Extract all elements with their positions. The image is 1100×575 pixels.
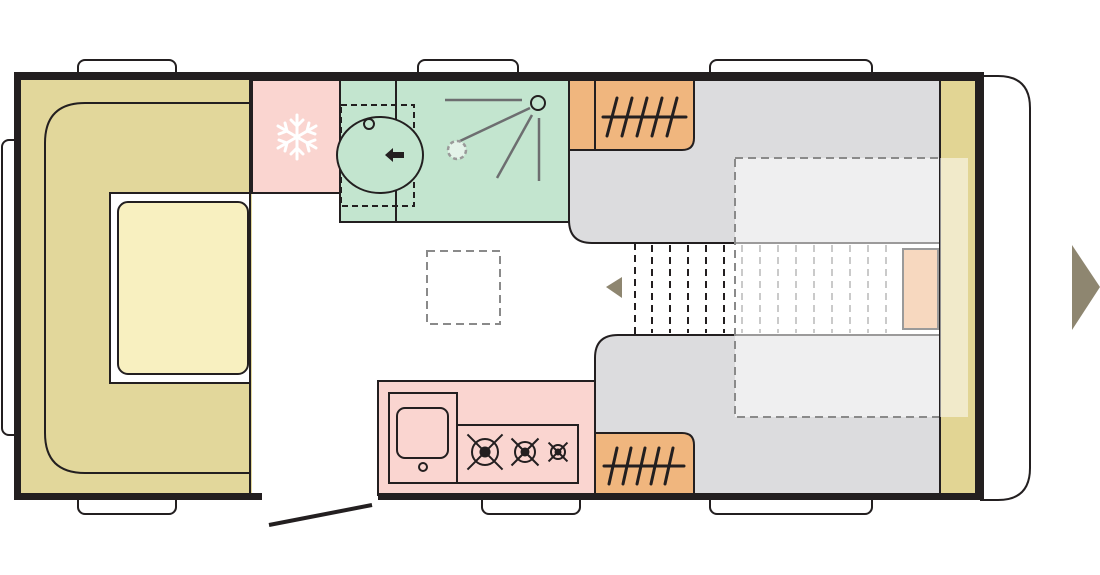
pillow xyxy=(902,248,939,330)
dinette-seating xyxy=(18,78,252,496)
entrance-arrow-icon xyxy=(606,277,622,298)
wardrobe-bottom xyxy=(594,432,695,496)
kitchen xyxy=(377,380,596,496)
toilet-icon xyxy=(336,116,424,194)
snowflake-icon xyxy=(276,113,318,161)
outer-walls xyxy=(14,72,984,500)
shower-icon xyxy=(445,95,546,181)
hanger-icon xyxy=(601,96,688,138)
fridge xyxy=(251,79,341,194)
dinette-table xyxy=(117,201,249,375)
hanger-icon xyxy=(602,446,686,486)
hob-burner-icon xyxy=(466,433,504,471)
skylight xyxy=(426,250,501,325)
hob-burner-icon xyxy=(547,441,569,463)
hob xyxy=(456,424,579,484)
entrance-door[interactable] xyxy=(268,503,373,527)
direction-arrow-icon xyxy=(1072,245,1100,330)
wardrobe-top xyxy=(568,79,695,151)
hob-burner-icon xyxy=(510,437,540,467)
front-nose xyxy=(980,75,1031,501)
bathroom xyxy=(336,79,570,223)
